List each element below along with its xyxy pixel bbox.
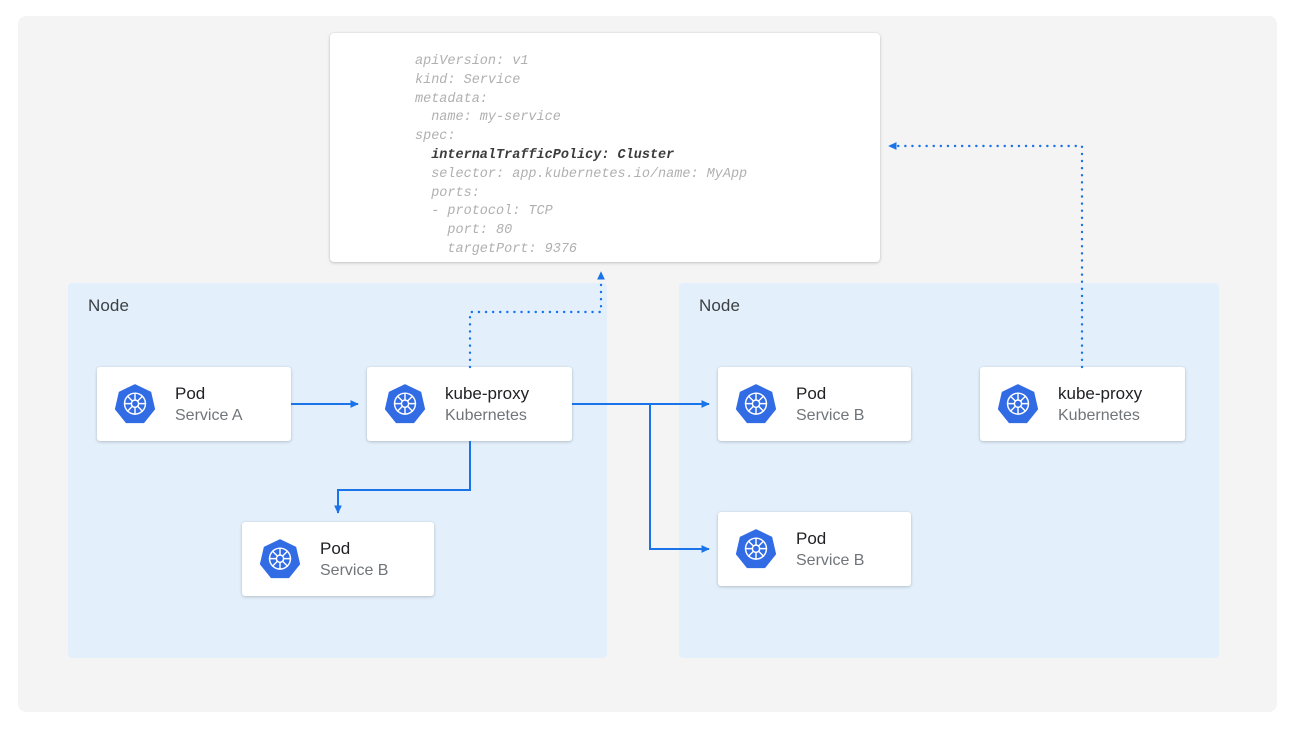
manifest-line: spec: (415, 129, 456, 145)
node-container-right: Node (679, 283, 1219, 658)
kubernetes-icon (734, 382, 778, 426)
pod-box-service-b-right-node-top[interactable]: Pod Service B (718, 367, 911, 441)
pod-box-text: Pod Service A (175, 383, 243, 426)
pod-subtitle: Service A (175, 406, 243, 424)
manifest-line: selector: app.kubernetes.io/name: MyApp (415, 166, 748, 182)
kube-proxy-box-text: kube-proxy Kubernetes (445, 383, 529, 426)
kube-proxy-title: kube-proxy (445, 383, 530, 403)
manifest-line: port: 80 (415, 223, 513, 239)
service-manifest-code: apiVersion: v1 kind: Service metadata: nam… (415, 53, 747, 260)
pod-box-text: Pod Service B (796, 383, 864, 426)
pod-title: Pod (175, 383, 206, 403)
kubernetes-icon (734, 527, 778, 571)
manifest-line: - protocol: TCP (415, 204, 553, 220)
kube-proxy-subtitle: Kubernetes (445, 406, 527, 424)
manifest-line: apiVersion: v1 (415, 54, 529, 69)
manifest-line: internalTrafficPolicy: Cluster (415, 147, 675, 163)
node-container-left: Node (68, 283, 607, 658)
pod-title: Pod (796, 528, 827, 548)
manifest-line: kind: Service (415, 72, 521, 88)
kube-proxy-box-right[interactable]: kube-proxy Kubernetes (980, 367, 1185, 441)
kube-proxy-subtitle: Kubernetes (1058, 406, 1140, 424)
service-manifest-card: apiVersion: v1 kind: Service metadata: nam… (330, 33, 880, 262)
pod-title: Pod (320, 538, 351, 558)
node-label-right: Node (699, 296, 741, 315)
kubernetes-icon (383, 382, 427, 426)
pod-box-service-a[interactable]: Pod Service A (97, 367, 291, 441)
kubernetes-icon (996, 382, 1040, 426)
pod-subtitle: Service B (320, 561, 389, 579)
pod-box-text: Pod Service B (320, 538, 388, 581)
pod-box-service-b-right-node-bottom[interactable]: Pod Service B (718, 512, 911, 586)
kube-proxy-box-text: kube-proxy Kubernetes (1058, 383, 1142, 426)
pod-box-text: Pod Service B (796, 528, 864, 571)
kube-proxy-box-left[interactable]: kube-proxy Kubernetes (367, 367, 572, 441)
pod-subtitle: Service B (796, 551, 865, 569)
pod-box-service-b-left-node[interactable]: Pod Service B (242, 522, 434, 596)
kube-proxy-title: kube-proxy (1058, 383, 1143, 403)
pod-subtitle: Service B (796, 406, 865, 424)
kubernetes-icon (258, 537, 302, 581)
manifest-line: metadata: (415, 91, 488, 107)
pod-title: Pod (796, 383, 827, 403)
manifest-line: name: my-service (415, 110, 561, 126)
node-label-left: Node (88, 296, 130, 315)
manifest-line: ports: (415, 185, 480, 201)
kubernetes-icon (113, 382, 157, 426)
manifest-line: targetPort: 9376 (415, 241, 578, 257)
